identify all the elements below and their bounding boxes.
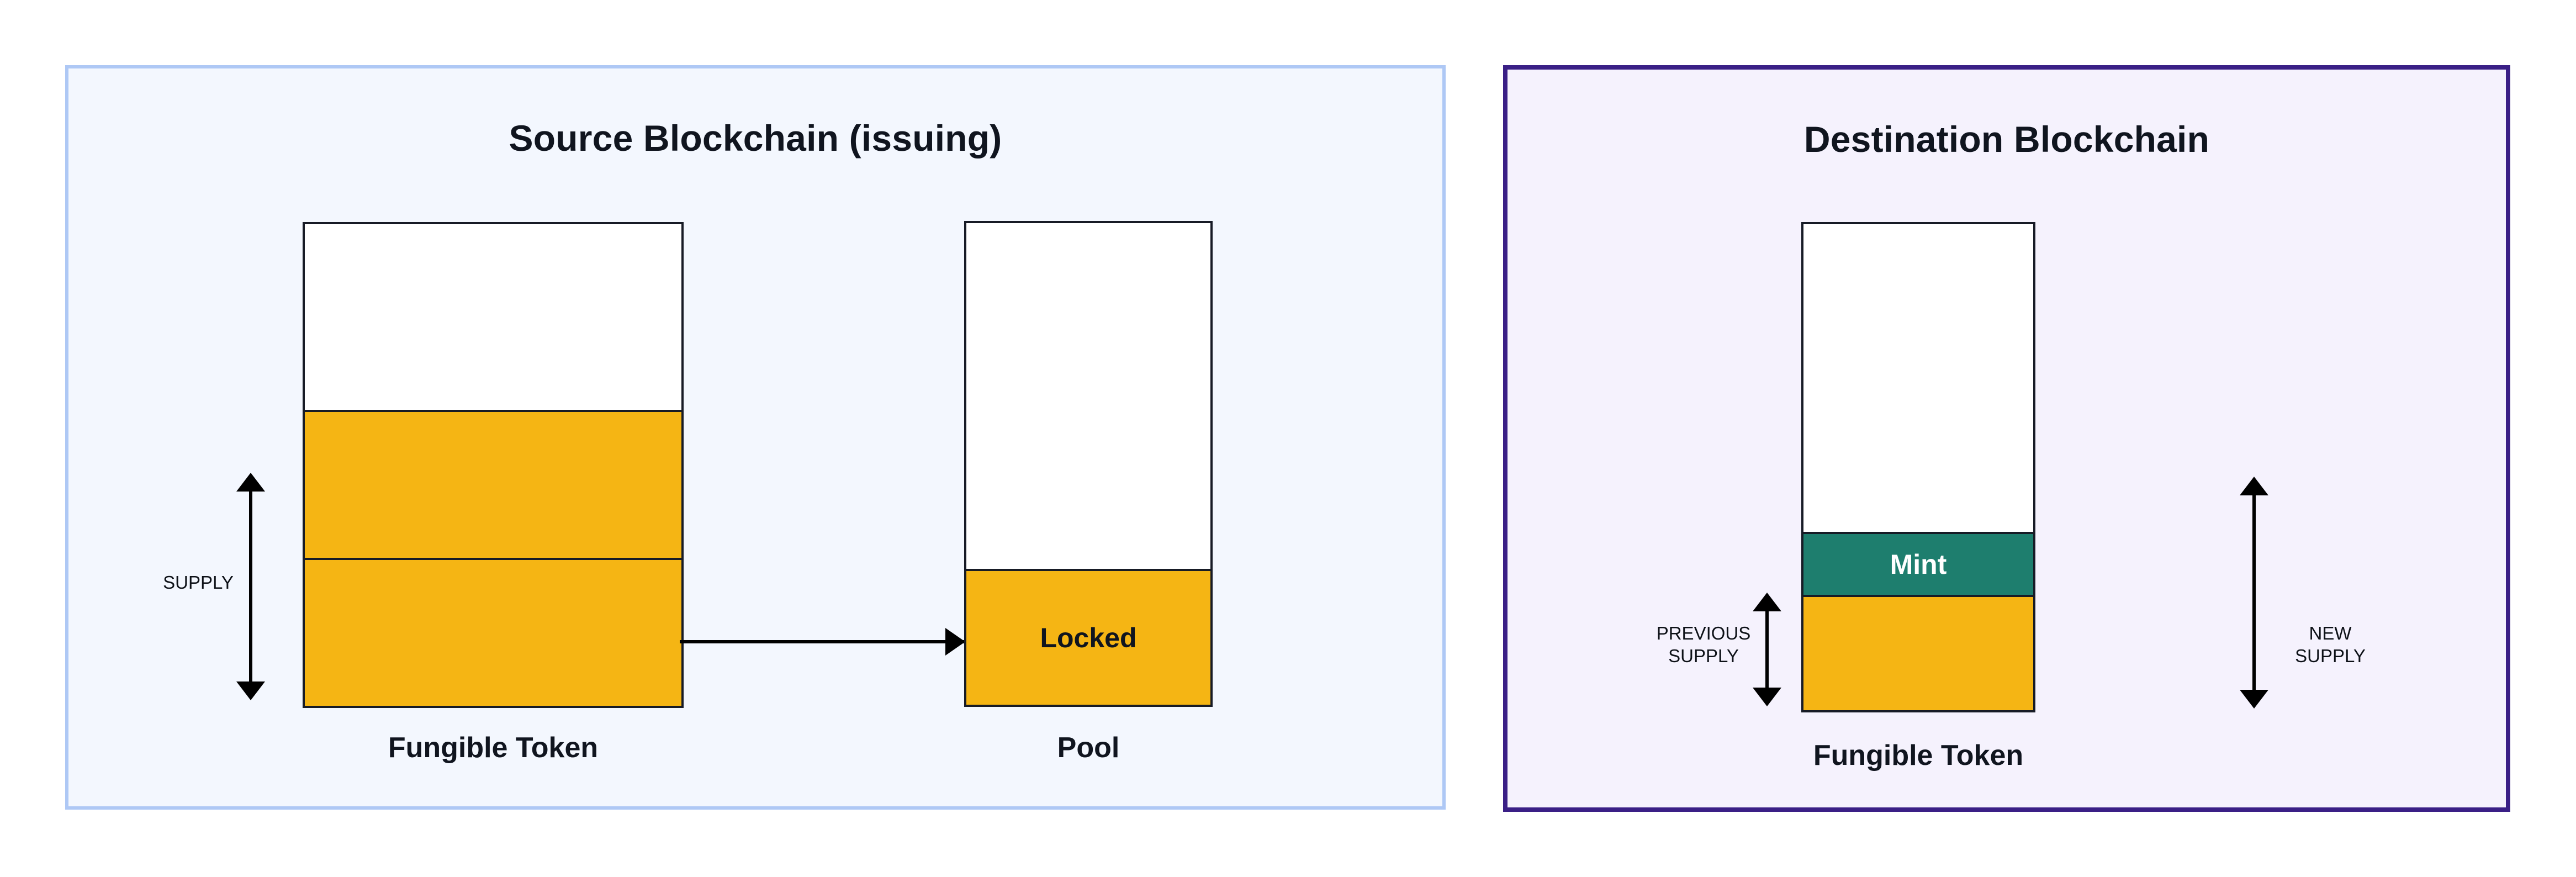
new-supply-measure-label: NEW SUPPLY (2295, 623, 2366, 667)
lock-transfer-arrow (680, 628, 965, 656)
dest-token-mint-segment: Mint (1803, 532, 2033, 595)
dest-token-empty-segment (1803, 224, 2033, 532)
dest-token-previous-supply-segment (1803, 595, 2033, 710)
previous-supply-measure-label: PREVIOUS SUPPLY (1656, 623, 1751, 667)
source-fungible-token-caption: Fungible Token (388, 732, 599, 764)
destination-blockchain-panel: Destination Blockchain Mint Fungible Tok… (1503, 65, 2510, 812)
source-token-supply-upper-segment (305, 410, 681, 558)
source-pool-bar: Locked (964, 221, 1213, 707)
arrow-down-head-icon (1753, 688, 1781, 706)
source-fungible-token-bar (303, 222, 684, 708)
arrow-down-head-icon (236, 681, 265, 700)
source-token-supply-lower-segment (305, 558, 681, 706)
destination-panel-title: Destination Blockchain (1803, 119, 2210, 160)
supply-measure-label: SUPPLY (163, 572, 234, 593)
arrow-shaft (2252, 491, 2256, 694)
arrow-shaft (249, 487, 252, 686)
source-token-empty-segment (305, 224, 681, 410)
pool-empty-segment (966, 223, 1210, 569)
arrow-shaft (1765, 607, 1769, 692)
arrow-shaft (680, 640, 964, 643)
arrow-down-head-icon (2240, 690, 2268, 709)
pool-locked-segment: Locked (966, 569, 1210, 705)
destination-fungible-token-caption: Fungible Token (1813, 739, 2024, 772)
source-blockchain-panel: Source Blockchain (issuing) Fungible Tok… (65, 65, 1446, 810)
source-panel-title: Source Blockchain (issuing) (509, 118, 1002, 159)
source-pool-caption: Pool (1057, 732, 1120, 764)
destination-fungible-token-bar: Mint (1801, 222, 2035, 712)
arrow-right-head-icon (945, 628, 965, 656)
